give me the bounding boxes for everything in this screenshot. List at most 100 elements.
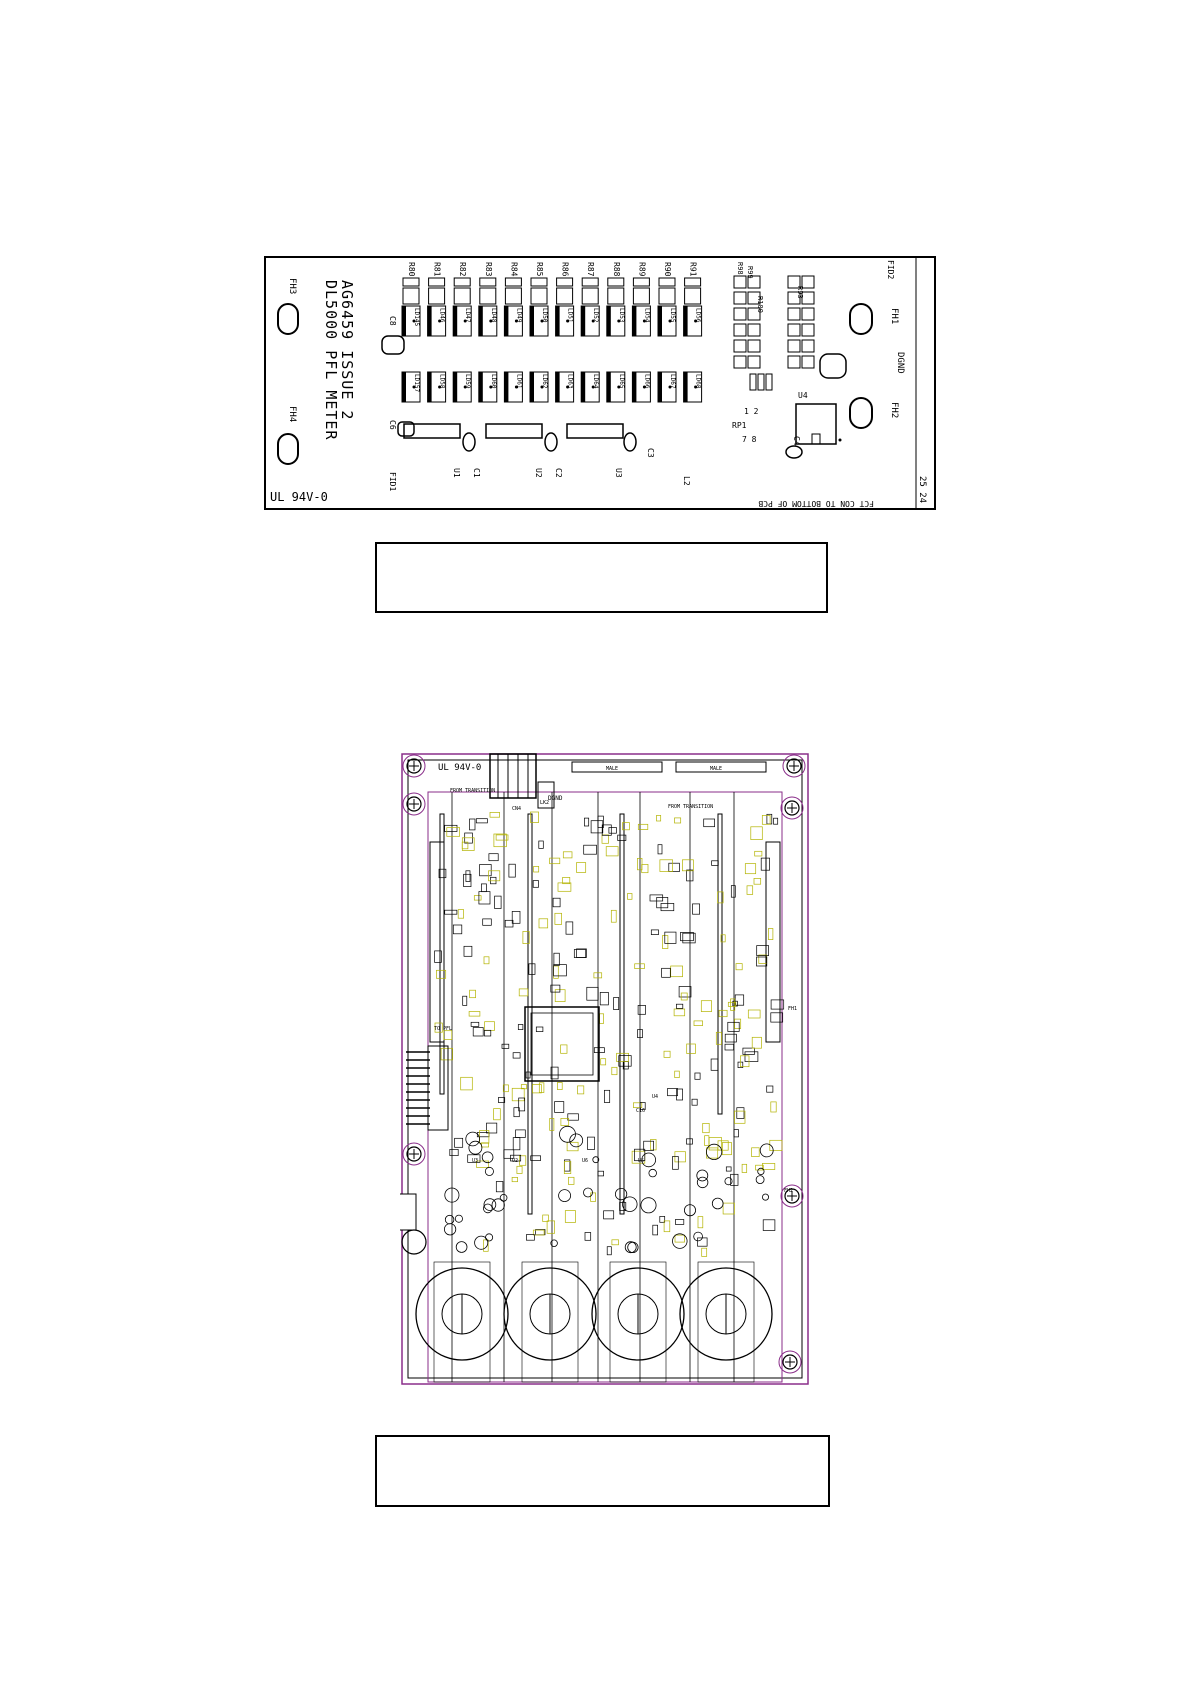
smd-part [727, 1001, 737, 1007]
smd-part [657, 844, 663, 855]
smd-part [469, 818, 476, 831]
cap-part [499, 1193, 508, 1202]
smd-part [710, 1058, 719, 1071]
pad [747, 339, 761, 353]
smd-part [686, 869, 694, 882]
mount-hole [780, 1184, 804, 1208]
smd-part [469, 989, 476, 999]
fct-note: FCT CON TO BOTTOM OF PCB [758, 499, 874, 508]
smd-part [495, 1181, 504, 1193]
led-bottom-label: LD66 [643, 374, 650, 389]
smd-part [542, 1214, 549, 1222]
fader-track [619, 813, 625, 1215]
potentiometer [591, 1261, 685, 1383]
smd-part [633, 1102, 643, 1108]
smd-part [674, 1234, 685, 1243]
cap-part [648, 1168, 657, 1178]
fader-track [527, 813, 533, 1215]
smd-part [660, 903, 675, 912]
smd-part [593, 972, 603, 979]
smd-part [482, 918, 492, 926]
cap-part [558, 1189, 572, 1203]
label-fh1: FH1 [889, 308, 899, 324]
smd-part [667, 1088, 678, 1097]
smd-part [770, 1012, 784, 1023]
smd-part [704, 1135, 710, 1146]
smd-part [518, 988, 529, 997]
mount-hole-fh2 [849, 397, 873, 429]
smd-part [597, 815, 604, 828]
smd-part [554, 1101, 565, 1113]
pad [733, 291, 747, 305]
label-r99: R99 [746, 266, 754, 279]
cap-part [444, 1214, 455, 1225]
label-lk2: LK2 [540, 800, 549, 806]
smd-part [661, 967, 671, 978]
pad [801, 355, 815, 369]
smd-part [577, 1085, 585, 1095]
smd-part [457, 909, 464, 919]
smd-part [662, 935, 669, 949]
mount-hole [782, 754, 806, 778]
smd-part [498, 1097, 506, 1103]
smd-part [472, 1027, 484, 1037]
smd-part [532, 1084, 542, 1094]
cap-part [724, 1177, 733, 1186]
cap-part [705, 1143, 723, 1160]
smd-part [611, 1239, 619, 1246]
label-dgnd: DGND [895, 352, 905, 374]
smd-part [599, 992, 609, 1006]
smd-part [734, 1110, 746, 1124]
smd-part [750, 826, 763, 840]
smd-part [747, 1009, 761, 1019]
components [434, 811, 785, 1257]
pad [801, 291, 815, 305]
channel-strips [429, 792, 781, 1382]
smd-part [567, 1113, 579, 1121]
smd-part [610, 909, 617, 923]
cap-part [465, 1131, 480, 1147]
smd-part [740, 1055, 750, 1068]
smd-part [606, 1246, 612, 1256]
smd-part [668, 862, 680, 872]
ul-mark: UL 94V-0 [438, 763, 481, 773]
smd-part [659, 859, 673, 872]
smd-part [724, 1033, 737, 1043]
smd-part [604, 1089, 611, 1103]
smd-part [503, 1149, 515, 1159]
smd-part [488, 853, 499, 862]
smd-part [756, 945, 769, 956]
cap-part [624, 1241, 637, 1254]
smd-part [576, 862, 587, 873]
smd-part [557, 882, 572, 892]
smd-part [568, 1176, 575, 1185]
smd-part [686, 1138, 693, 1145]
smd-part [742, 1047, 755, 1055]
smd-part [694, 1072, 701, 1080]
smd-part [618, 1055, 632, 1067]
cap-part [592, 1156, 600, 1164]
smd-part [718, 1009, 728, 1018]
smd-part [670, 965, 683, 978]
smd-part [489, 812, 500, 818]
smd-part [680, 932, 694, 942]
smd-part [637, 823, 649, 830]
smd-part [703, 818, 715, 828]
label-c6: C6 [388, 420, 397, 430]
smd-part [744, 1051, 759, 1062]
label-c2: C2 [554, 468, 563, 478]
smd-part [751, 1036, 762, 1049]
pad [787, 307, 801, 321]
smd-part [724, 1043, 734, 1051]
smd-part [600, 1058, 607, 1066]
cap-part [696, 1169, 709, 1182]
smd-part [576, 948, 587, 958]
cap-part [444, 1187, 460, 1203]
smd-part [616, 1052, 629, 1062]
